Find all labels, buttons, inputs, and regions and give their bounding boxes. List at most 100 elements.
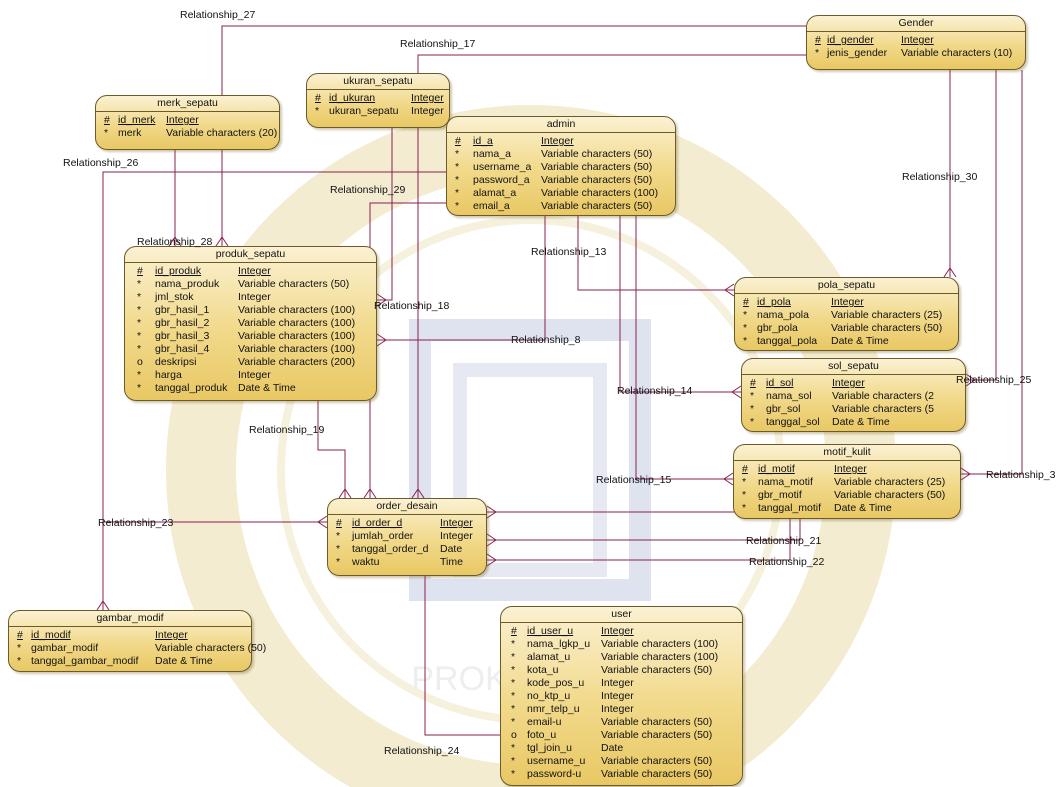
attribute-type: Variable characters (100)	[238, 317, 356, 329]
relationship-label: Relationship_26	[63, 157, 139, 169]
attribute-marker: *	[336, 556, 341, 568]
attribute-name: nmr_telp_u	[527, 703, 580, 715]
attribute-type: Integer	[238, 369, 271, 381]
attribute-marker: #	[455, 135, 461, 147]
attribute-type: Integer	[601, 690, 634, 702]
attribute-name: nama_a	[473, 148, 511, 160]
attribute-type: Variable characters (50)	[541, 174, 653, 186]
relationship-label: Relationship_14	[617, 385, 693, 397]
attribute-marker: #	[315, 92, 321, 104]
attribute-type: Variable characters (100)	[238, 304, 356, 316]
attribute-type: Integer	[832, 377, 865, 389]
attribute-name: username_u	[527, 755, 586, 767]
attribute-name: tanggal_produk	[155, 382, 228, 394]
attribute-marker: o	[137, 356, 143, 368]
watermark-emblem	[409, 319, 651, 601]
attribute-name: nama_motif	[758, 476, 813, 488]
attribute-marker: *	[336, 530, 341, 542]
attribute-name: nama_produk	[155, 278, 220, 290]
entity-title: admin	[447, 117, 675, 133]
relationship-label: Relationship_23	[98, 517, 174, 529]
attribute-name: id_user_u	[527, 625, 574, 637]
crows-foot-marker	[965, 373, 976, 387]
attribute-marker: *	[511, 755, 516, 767]
crows-foot-marker	[96, 600, 110, 611]
attribute-name: password_a	[473, 174, 530, 186]
attribute-marker: *	[315, 105, 320, 117]
crows-foot-marker	[731, 385, 742, 399]
attribute-name: gbr_hasil_2	[155, 317, 210, 329]
attribute-type: Date & Time	[238, 382, 296, 394]
attribute-marker: *	[455, 174, 460, 186]
attribute-type: Variable characters (50)	[541, 200, 653, 212]
relationship-label: Relationship_22	[749, 556, 825, 568]
attribute-name: id_produk	[155, 265, 202, 277]
attribute-name: id_gender	[827, 34, 874, 46]
attribute-marker: *	[336, 543, 341, 555]
entity-title: motif_kulit	[734, 445, 960, 461]
attribute-name: gbr_hasil_4	[155, 343, 210, 355]
attribute-marker: *	[17, 655, 22, 667]
attribute-name: gbr_pola	[757, 322, 798, 334]
attribute-marker: *	[743, 322, 748, 334]
attribute-name: tanggal_gambar_modif	[31, 655, 139, 667]
attribute-type: Date	[440, 543, 463, 555]
attribute-name: alamat_u	[527, 651, 571, 663]
attribute-type: Variable characters (50)	[834, 489, 946, 501]
attribute-type: Integer	[601, 703, 634, 715]
attribute-type: Variable characters (200)	[238, 356, 356, 368]
attribute-marker: *	[137, 291, 142, 303]
attribute-marker: *	[511, 677, 516, 689]
attribute-type: Variable characters (100)	[238, 343, 356, 355]
attribute-marker: *	[511, 768, 516, 780]
relationship-line	[377, 128, 393, 301]
attribute-name: tanggal_order_d	[352, 543, 429, 555]
attribute-name: kode_pos_u	[527, 677, 585, 689]
attribute-type: Integer	[411, 105, 444, 117]
attribute-name: merk	[118, 127, 142, 139]
attribute-type: Integer	[831, 296, 864, 308]
attribute-name: id_ukuran	[329, 92, 376, 104]
relationship-line	[417, 54, 806, 498]
attribute-type: Integer	[601, 677, 634, 689]
crows-foot-marker	[215, 236, 229, 247]
attribute-type: Variable characters (50)	[541, 148, 653, 160]
attribute-name: alamat_a	[473, 187, 517, 199]
attribute-marker: *	[750, 403, 755, 415]
attribute-marker: #	[750, 377, 756, 389]
attribute-name: nama_sol	[766, 390, 812, 402]
entity-title: sol_sepatu	[742, 359, 965, 375]
relationship-label: Relationship_3	[986, 469, 1056, 481]
relationship-label: Relationship_24	[384, 745, 460, 757]
